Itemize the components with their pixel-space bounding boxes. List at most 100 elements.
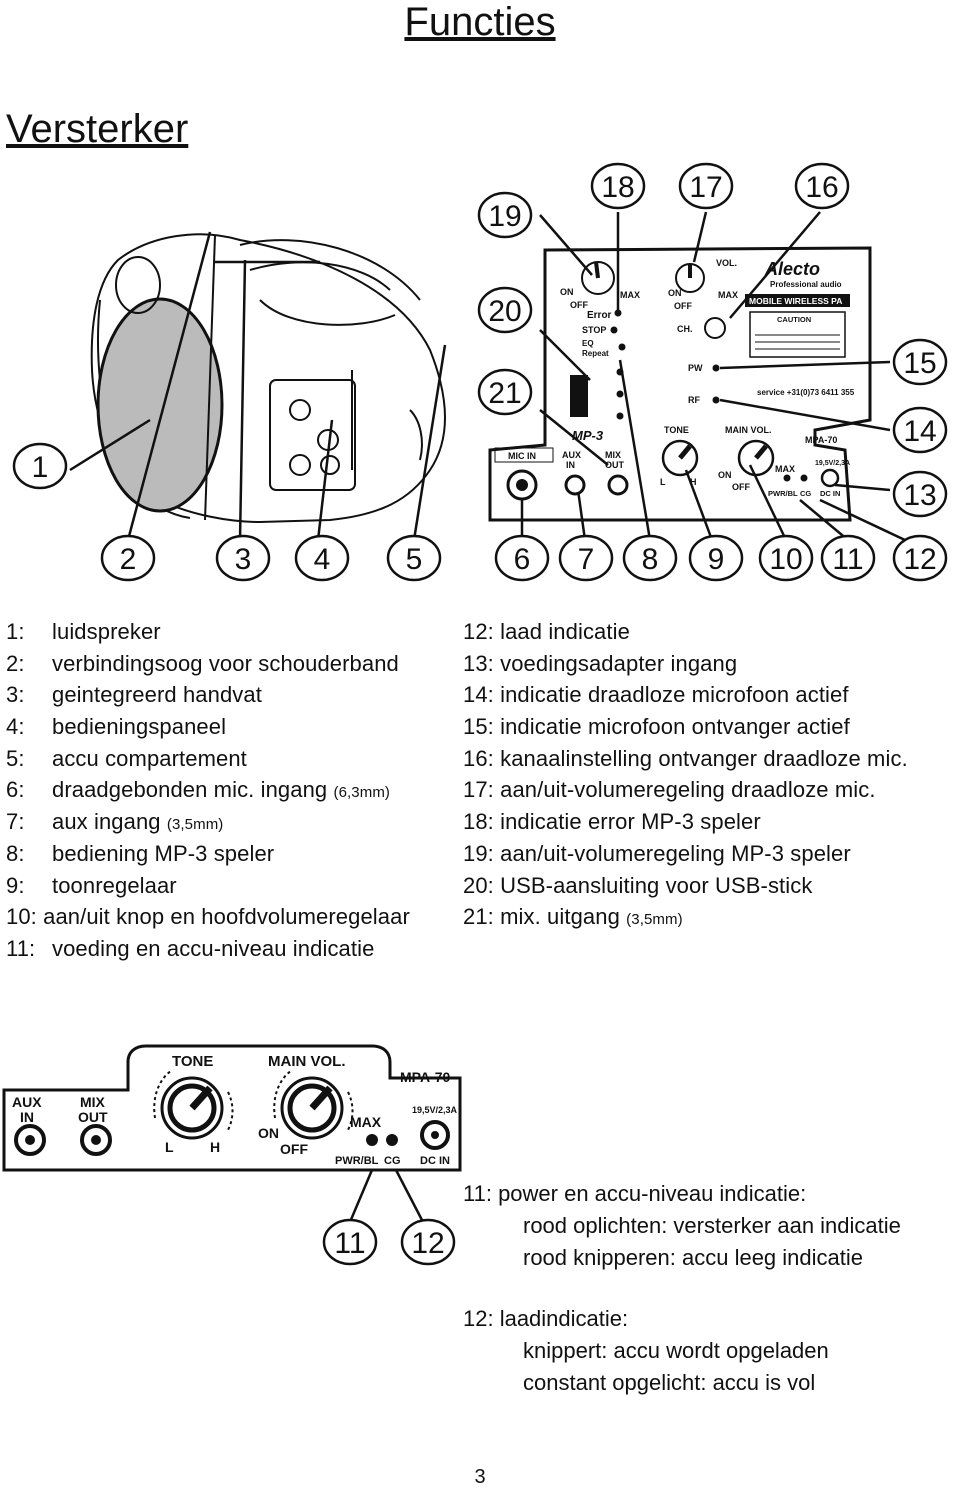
zoom-pwr: PWR/BL bbox=[335, 1155, 379, 1167]
callout-7: 7 bbox=[558, 534, 614, 582]
panel-off-3: OFF bbox=[732, 482, 750, 492]
mainvol-label: MAIN VOL. bbox=[725, 425, 772, 435]
list-item: 3:geintegreerd handvat bbox=[6, 682, 262, 708]
panel-off-1: OFF bbox=[570, 300, 588, 310]
svg-text:5: 5 bbox=[406, 543, 423, 576]
callout-4: 4 bbox=[294, 534, 350, 582]
callout-1: 1 bbox=[12, 442, 68, 490]
zoom-aux-2: IN bbox=[20, 1109, 34, 1125]
svg-text:18: 18 bbox=[601, 171, 634, 204]
tone-label: TONE bbox=[664, 425, 689, 435]
page-number: 3 bbox=[474, 1466, 486, 1488]
list-item: 9:toonregelaar bbox=[6, 872, 177, 898]
zoom-off: OFF bbox=[280, 1141, 308, 1157]
right-legend-list: 12: laad indicatie 13: voedingsadapter i… bbox=[463, 616, 908, 933]
svg-text:17: 17 bbox=[689, 171, 722, 204]
zoom-cg: CG bbox=[384, 1155, 401, 1167]
panel-max-2: MAX bbox=[718, 290, 738, 300]
service-text: service +31(0)73 6411 355 bbox=[757, 388, 855, 397]
list-item: 18: indicatie error MP-3 speler bbox=[463, 809, 761, 835]
aux-label-1: AUX bbox=[562, 450, 581, 460]
leader-lines bbox=[69, 211, 906, 542]
callouts: 19 18 17 16 20 21 15 14 13 1 2 3 4 5 6 7… bbox=[12, 162, 948, 582]
list-item: 16: kanaalinstelling ontvanger draadloze… bbox=[463, 745, 908, 771]
note-12-line2: constant opgelicht: accu is vol bbox=[523, 1370, 816, 1395]
callout-21: 21 bbox=[477, 368, 533, 416]
callout-15: 15 bbox=[892, 338, 948, 386]
panel-cg: CG bbox=[800, 489, 811, 498]
panel-h: H bbox=[690, 477, 697, 487]
zoom-dc-rating: 19,5V/2,3A bbox=[412, 1105, 458, 1115]
note-11-heading: 11: power en accu-niveau indicatie: bbox=[463, 1181, 807, 1206]
svg-text:9: 9 bbox=[708, 543, 725, 576]
list-item: 19: aan/uit-volumeregeling MP-3 speler bbox=[463, 840, 851, 866]
panel-model: MPA-70 bbox=[805, 435, 837, 445]
zoom-aux-1: AUX bbox=[12, 1094, 42, 1110]
list-item: 6:draadgebonden mic. ingang (6,3mm) bbox=[6, 777, 391, 803]
svg-text:7: 7 bbox=[578, 543, 595, 576]
callout-12: 12 bbox=[892, 534, 948, 582]
panel-off-2: OFF bbox=[674, 301, 692, 311]
svg-text:1: 1 bbox=[32, 451, 49, 484]
brand-sub: Professional audio bbox=[770, 280, 842, 289]
callout-11: 11 bbox=[820, 534, 876, 582]
list-item: 17: aan/uit-volumeregeling draadloze mic… bbox=[463, 777, 876, 803]
callout-19: 19 bbox=[477, 191, 533, 239]
list-item: 4:bedieningspaneel bbox=[6, 714, 227, 740]
list-item: 11:voeding en accu-niveau indicatie bbox=[6, 935, 375, 961]
svg-text:12: 12 bbox=[903, 543, 936, 576]
callout-14: 14 bbox=[892, 406, 948, 454]
list-item: 1:luidspreker bbox=[6, 619, 161, 644]
panel-mp3: MP-3 bbox=[572, 428, 604, 443]
svg-text:12: 12 bbox=[411, 1227, 444, 1260]
note-12-heading: 12: laadindicatie: bbox=[463, 1306, 629, 1331]
zoom-callout-11: 11 bbox=[322, 1218, 378, 1266]
zoom-l: L bbox=[165, 1139, 174, 1155]
note-11-line2: rood knipperen: accu leeg indicatie bbox=[523, 1245, 864, 1270]
zoom-max: MAX bbox=[350, 1114, 382, 1130]
svg-text:21: 21 bbox=[488, 377, 521, 410]
list-item: 5:accu compartement bbox=[6, 745, 247, 771]
list-item: 15: indicatie microfoon ontvanger actief bbox=[463, 714, 850, 740]
panel-on-1: ON bbox=[560, 287, 574, 297]
panel-dc-rating: 19,5V/2,3A bbox=[815, 460, 850, 467]
panel-ch: CH. bbox=[677, 324, 693, 334]
svg-text:20: 20 bbox=[488, 295, 521, 328]
left-legend-list: 1:luidspreker 2:verbindingsoog voor scho… bbox=[6, 616, 410, 965]
svg-text:14: 14 bbox=[903, 415, 936, 448]
svg-text:4: 4 bbox=[314, 543, 331, 576]
svg-text:15: 15 bbox=[903, 347, 936, 380]
svg-text:6: 6 bbox=[514, 543, 531, 576]
mix-label-2: OUT bbox=[605, 460, 625, 470]
zoom-h: H bbox=[210, 1139, 220, 1155]
zoom-mix-2: OUT bbox=[78, 1109, 108, 1125]
control-panel: ON OFF MAX Error STOP EQ Repeat MP-3 ON … bbox=[488, 246, 872, 522]
aux-label-2: IN bbox=[566, 460, 575, 470]
note-12-line1: knippert: accu wordt opgeladen bbox=[523, 1338, 829, 1363]
panel-eq: EQ bbox=[582, 339, 594, 348]
list-item: 13: voedingsadapter ingang bbox=[463, 650, 738, 676]
zoom-mainvol: MAIN VOL. bbox=[268, 1053, 346, 1070]
note-11-line1: rood oplichten: versterker aan indicatie bbox=[523, 1213, 901, 1238]
panel-max-3: MAX bbox=[775, 464, 795, 474]
section-title: Versterker bbox=[6, 107, 189, 151]
zoom-callout-12: 12 bbox=[400, 1218, 456, 1266]
model-title: MOBILE WIRELESS PA bbox=[749, 296, 842, 306]
zoom-model: MPA-70 bbox=[400, 1069, 451, 1085]
note-12: 12: laadindicatie: knippert: accu wordt … bbox=[463, 1303, 829, 1399]
callout-16: 16 bbox=[794, 162, 850, 210]
panel-on-2: ON bbox=[668, 288, 682, 298]
panel-rf: RF bbox=[688, 395, 700, 405]
speaker-body bbox=[90, 233, 446, 524]
brand-logo: Alecto bbox=[764, 259, 820, 279]
panel-error: Error bbox=[587, 310, 612, 321]
panel-dcin: DC IN bbox=[820, 489, 840, 498]
callout-2: 2 bbox=[100, 534, 156, 582]
page-title: Functies bbox=[404, 0, 556, 44]
mix-label-1: MIX bbox=[605, 450, 621, 460]
zoom-mix-1: MIX bbox=[80, 1094, 106, 1110]
list-item: 7:aux ingang (3,5mm) bbox=[6, 809, 224, 835]
svg-text:2: 2 bbox=[120, 543, 137, 576]
callout-5: 5 bbox=[386, 534, 442, 582]
amplifier-illustration: ON OFF MAX Error STOP EQ Repeat MP-3 ON … bbox=[12, 162, 948, 582]
